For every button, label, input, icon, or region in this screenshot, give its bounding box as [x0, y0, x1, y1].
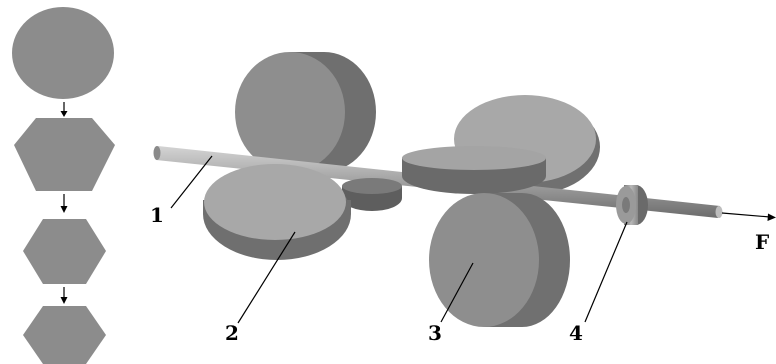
profile-round	[12, 7, 114, 99]
profile-hexagon	[23, 219, 106, 284]
callout-4: 4	[569, 321, 583, 345]
arrow-down-icon	[61, 287, 68, 304]
profile-sequence	[12, 7, 115, 364]
flattened-blank	[402, 146, 546, 194]
callout-1: 1	[150, 203, 164, 227]
roll-lower-right	[429, 193, 570, 327]
guide-ring	[616, 185, 648, 225]
roll-lower-left	[203, 164, 351, 260]
profile-hexagon-final	[23, 306, 106, 364]
arrow-down-icon	[61, 102, 68, 117]
force-label: F	[755, 230, 769, 254]
callout-3: 3	[428, 321, 442, 345]
arrow-down-icon	[61, 194, 68, 213]
force-arrow	[722, 213, 776, 221]
callout-2: 2	[225, 321, 239, 345]
roll-upper-left	[235, 52, 376, 172]
profile-octagon	[14, 118, 115, 191]
